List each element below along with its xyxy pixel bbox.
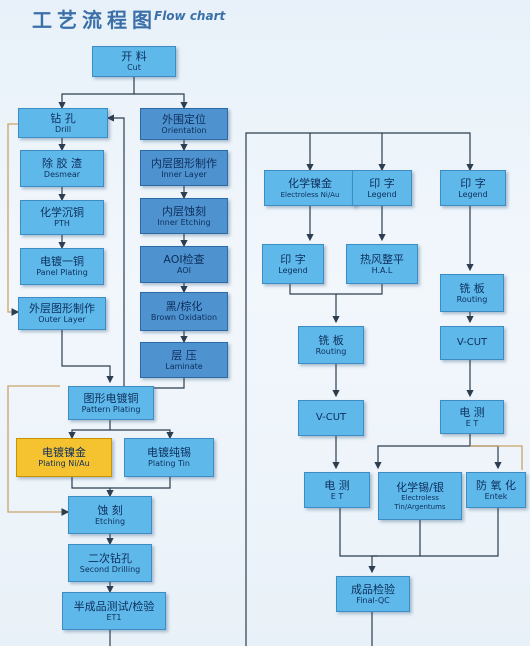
node-pth: 化学沉铜 PTH bbox=[20, 200, 104, 235]
node-laminate: 层 压 Laminate bbox=[140, 342, 228, 378]
node-legend-b: 印 字 Legend bbox=[440, 170, 506, 206]
node-legend-a: 印 字 Legend bbox=[352, 170, 412, 206]
node-legend-c: 印 字 Legend bbox=[262, 244, 324, 284]
page-subtitle: Flow chart bbox=[154, 9, 226, 23]
node-vcut-a: V-CUT bbox=[298, 400, 364, 436]
node-et1: 半成品测试/检验 ET1 bbox=[62, 592, 166, 630]
node-second-drilling: 二次钻孔 Second Drilling bbox=[68, 544, 152, 582]
node-electroless-tin: 化学锡/银 Electroless Tin/Argentums bbox=[378, 472, 462, 520]
node-aoi: AOI检查 AOI bbox=[140, 246, 228, 283]
node-hal: 热风整平 H.A.L bbox=[346, 244, 418, 284]
node-plating-niau: 电镀镍金 Plating Ni/Au bbox=[16, 438, 112, 477]
node-etching: 蚀 刻 Etching bbox=[68, 496, 152, 534]
node-pattern-plating: 图形电镀铜 Pattern Plating bbox=[68, 386, 154, 420]
node-brown-oxidation: 黑/棕化 Brown Oxidation bbox=[140, 292, 228, 331]
node-plating-tin: 电镀纯锡 Plating Tin bbox=[124, 438, 214, 477]
node-et-b: 电 测 E T bbox=[440, 400, 504, 434]
node-orientation: 外围定位 Orientation bbox=[140, 108, 228, 140]
node-entek: 防 氧 化 Entek bbox=[466, 472, 526, 508]
node-inner-etching: 内层蚀刻 Inner Etching bbox=[140, 198, 228, 234]
page-title: 工艺流程图 bbox=[32, 8, 157, 32]
node-routing-a: 铣 板 Routing bbox=[298, 326, 364, 364]
node-electroless-niau: 化学镍金 Electroless Ni/Au bbox=[264, 170, 356, 206]
node-final-qc: 成品检验 Final-QC bbox=[336, 576, 410, 612]
node-drill: 钻 孔 Drill bbox=[18, 108, 108, 138]
node-inner-layer: 内层图形制作 Inner Layer bbox=[140, 150, 228, 186]
node-panel-plating: 电镀一铜 Panel Plating bbox=[20, 248, 104, 285]
node-desmear: 除 胶 渣 Desmear bbox=[20, 150, 104, 187]
node-cut: 开 料 Cut bbox=[92, 46, 176, 77]
node-outer-layer: 外层图形制作 Outer Layer bbox=[18, 297, 106, 330]
node-et-a: 电 测 E T bbox=[304, 472, 370, 508]
node-routing-b: 铣 板 Routing bbox=[440, 274, 504, 312]
node-vcut-b: V-CUT bbox=[440, 326, 504, 360]
